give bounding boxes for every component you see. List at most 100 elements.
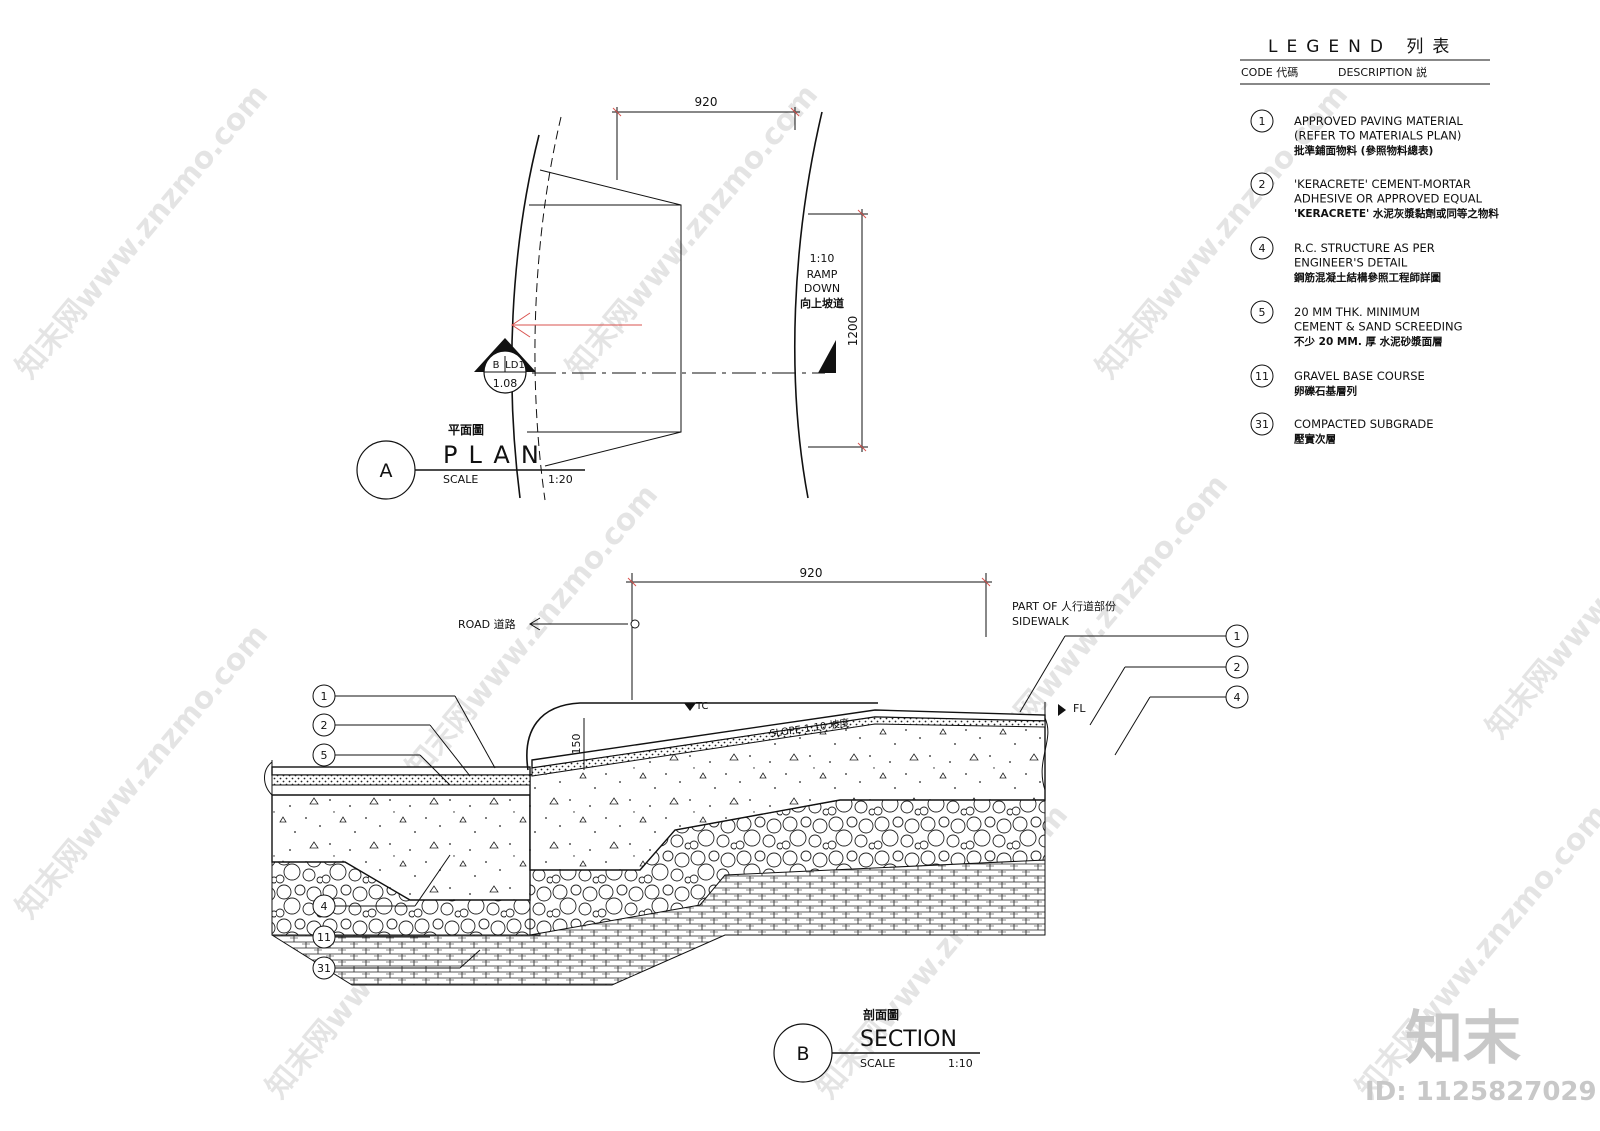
paving-left — [271, 766, 531, 776]
legend-code-circle — [1250, 172, 1274, 196]
ramp-note-line: DOWN — [804, 282, 840, 295]
watermark-text: 知末网www.znzmo.com — [559, 78, 825, 385]
curb-top — [526, 702, 878, 771]
callouts-bottom: 4 11 31 — [312, 854, 481, 980]
section-title-block: B 剖面圖 SECTION SCALE 1:10 — [773, 1007, 980, 1083]
section-marker-sheet: LD1 — [505, 360, 525, 371]
watermark-text: 知末网www.znzmo.com — [1479, 438, 1600, 745]
callouts-right: 1 2 4 — [1019, 624, 1249, 756]
callout-number: 2 — [1234, 661, 1241, 674]
legend-item: 1 APPROVED PAVING MATERIAL(REFER TO MATER… — [1250, 109, 1463, 157]
legend-description-line: 卵礫石基層列 — [1294, 385, 1357, 398]
legend-code: 1 — [1259, 115, 1266, 128]
legend-code: 4 — [1259, 242, 1266, 255]
plan-scale-label: SCALE — [443, 473, 478, 486]
plan-curb-line — [510, 134, 540, 499]
plan-centerline-dashed — [534, 116, 562, 501]
callout-number: 1 — [321, 690, 328, 703]
ramp-note-line: 1:10 — [810, 252, 835, 265]
watermark-id: ID: 1125827029 — [1365, 1077, 1597, 1107]
watermark-text: 知末网www.znzmo.com — [399, 478, 665, 785]
callout-number: 31 — [317, 962, 331, 975]
fl-label: FL — [1073, 702, 1086, 715]
legend-code-header: CODE 代碼 — [1241, 66, 1298, 79]
plan-ramp-note: 1:10 RAMP DOWN 向上坡道 — [800, 252, 844, 310]
plan-view: 920 1200 1:10 RAMP DOWN 向上坡道 B LD1 1.08 — [356, 95, 868, 501]
section-title-cn: 剖面圖 — [863, 1007, 899, 1022]
ramp-note-line: RAMP — [807, 268, 838, 281]
section-dim-150: 150 — [570, 734, 583, 755]
watermark-text: 知末网www.znzmo.com — [9, 78, 275, 385]
callouts-left: 1 2 5 — [312, 684, 496, 786]
section-scale-value: 1:10 — [948, 1057, 973, 1070]
legend-description-line: COMPACTED SUBGRADE — [1294, 417, 1434, 431]
callout-number: 4 — [321, 900, 328, 913]
legend-code: 2 — [1259, 178, 1266, 191]
legend-item: 31 COMPACTED SUBGRADE 壓實次層 — [1250, 412, 1434, 446]
section-dim-top: 920 — [800, 566, 823, 580]
legend-desc-header: DESCRIPTION 説 — [1338, 65, 1427, 79]
legend-description-line: 20 MM THK. MINIMUM — [1294, 305, 1420, 319]
legend-description-line: (REFER TO MATERIALS PLAN) — [1294, 129, 1461, 143]
callout-number: 5 — [321, 749, 328, 762]
section-cut-arrowhead — [818, 340, 836, 373]
plan-ramp-outline — [527, 204, 682, 433]
section-view: 920 ROAD 道路 PART OF 人行道部份 SIDEWALK TC FL — [264, 566, 1249, 1083]
plan-sidewalk-edge — [793, 111, 823, 499]
section-marker: B LD1 1.08 — [474, 338, 536, 394]
section-road-label: ROAD 道路 — [458, 617, 516, 631]
legend-description-line: GRAVEL BASE COURSE — [1294, 369, 1425, 383]
plan-title: PLAN — [443, 441, 550, 469]
legend-description-line: ADHESIVE OR APPROVED EQUAL — [1294, 192, 1483, 206]
legend-code-circle — [1250, 236, 1274, 260]
legend-code: 31 — [1255, 418, 1269, 431]
legend-code-circle — [1250, 300, 1274, 324]
legend-description-line: ENGINEER'S DETAIL — [1294, 256, 1408, 270]
tc-label: TC — [695, 701, 709, 712]
legend-code: 5 — [1259, 306, 1266, 319]
callout-number: 11 — [317, 931, 331, 944]
legend-description-line: APPROVED PAVING MATERIAL — [1294, 114, 1463, 128]
section-scale-label: SCALE — [860, 1057, 895, 1070]
section-label-letter: B — [796, 1043, 809, 1065]
legend-description-line: 鋼筋混凝土結構參照工程師詳圖 — [1293, 271, 1441, 284]
plan-title-block: A 平面圖 PLAN SCALE 1:20 — [356, 423, 585, 500]
brand-watermark: 知末 — [1405, 1004, 1521, 1072]
legend-title: LEGEND 列表 — [1268, 37, 1458, 57]
section-sidewalk-label: PART OF 人行道部份 — [1012, 599, 1116, 613]
section-sidewalk-label: SIDEWALK — [1012, 615, 1070, 628]
screed-left — [271, 774, 531, 786]
legend-code: 11 — [1255, 370, 1269, 383]
section-marker-letter: B — [493, 360, 500, 371]
legend-item: 11 GRAVEL BASE COURSE 卵礫石基層列 — [1250, 364, 1425, 398]
section-marker-ref: 1.08 — [493, 377, 518, 390]
section-title: SECTION — [860, 1027, 957, 1052]
callout-number: 1 — [1234, 630, 1241, 643]
watermark-layer: 知末网www.znzmo.com 知末网www.znzmo.com 知末网www… — [9, 78, 1600, 1105]
callout-number: 4 — [1234, 691, 1241, 704]
ramp-note-line: 向上坡道 — [800, 296, 844, 310]
legend-description-line: 批準鋪面物料 (參照物料總表) — [1294, 144, 1433, 157]
plan-dim-side: 1200 — [846, 316, 860, 347]
legend-code-circle — [1250, 109, 1274, 133]
plan-dim-top: 920 — [695, 95, 718, 109]
legend-code-circle — [1250, 364, 1274, 388]
legend-description-line: CEMENT & SAND SCREEDING — [1294, 320, 1463, 334]
legend-description-line: R.C. STRUCTURE AS PER — [1294, 241, 1435, 255]
legend-description-line: 不少 20 MM. 厚 水泥砂漿面層 — [1294, 335, 1443, 348]
legend-description-line: 壓實次層 — [1294, 433, 1336, 446]
callout-number: 2 — [321, 719, 328, 732]
plan-label-letter: A — [380, 460, 393, 482]
plan-title-cn: 平面圖 — [448, 423, 484, 437]
plan-scale-value: 1:20 — [548, 473, 573, 486]
legend: LEGEND 列表 CODE 代碼 DESCRIPTION 説 1 APPROVE… — [1240, 37, 1499, 446]
plan-ramp-flares — [539, 169, 682, 467]
legend-description-line: 'KERACRETE' CEMENT-MORTAR — [1294, 177, 1471, 191]
legend-code-circle — [1250, 412, 1274, 436]
watermark-text: 知末网www.znzmo.com — [9, 618, 275, 925]
legend-description-line: 'KERACRETE' 水泥灰漿黏劑或同等之物料 — [1294, 207, 1499, 220]
